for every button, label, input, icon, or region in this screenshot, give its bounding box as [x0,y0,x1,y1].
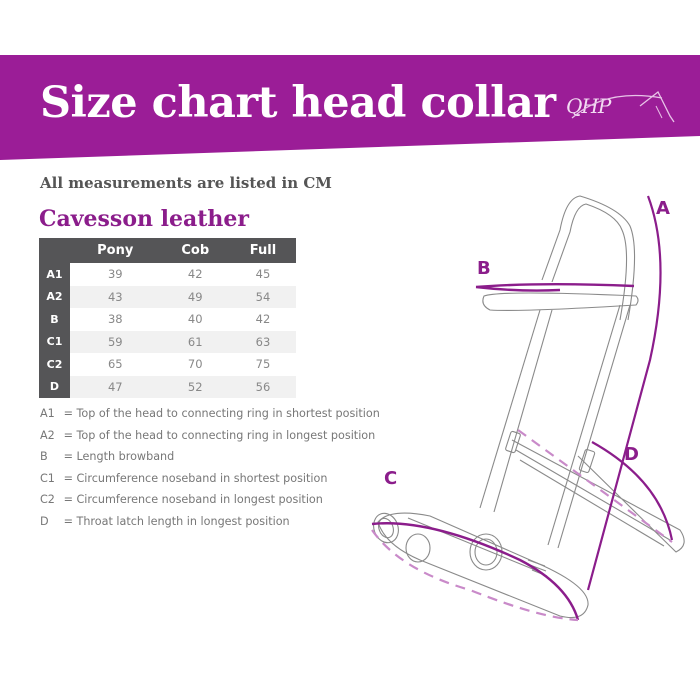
cell-cob: 52 [160,375,230,398]
legend-key: A2 [40,428,55,442]
cell-pony: 39 [70,263,161,286]
cell-full: 42 [229,308,296,331]
legend-text: = Top of the head to connecting ring in … [63,407,380,420]
cell-cob: 61 [160,330,230,353]
table-header-row: Pony Cob Full [39,238,296,263]
cell-full: 56 [229,375,296,398]
size-table: Pony Cob Full A1 39 42 45 A2 43 49 54 B … [39,238,296,398]
cell-cob: 70 [160,353,230,376]
legend-text: = Circumference noseband in longest posi… [63,493,323,506]
label-b: B [477,258,491,279]
cell-full: 54 [229,285,296,308]
table-row: A2 43 49 54 [39,285,296,308]
measurement-legend: A1 = Top of the head to connecting ring … [40,403,380,532]
column-header-full: Full [229,238,296,263]
column-header-empty [39,238,70,263]
measurement-unit-note: All measurements are listed in CM [40,174,332,192]
cell-pony: 59 [70,330,161,353]
section-title: Cavesson leather [39,206,249,232]
column-header-pony: Pony [70,238,161,263]
cell-pony: 65 [70,353,161,376]
row-label: D [39,375,70,398]
legend-item: C2 = Circumference noseband in longest p… [40,489,380,511]
row-label: C1 [39,330,70,353]
legend-text: = Top of the head to connecting ring in … [63,428,376,442]
legend-item: A1 = Top of the head to connecting ring … [40,403,380,425]
table-row: C2 65 70 75 [39,353,296,376]
page-title: Size chart head collar [40,78,556,128]
legend-text: = Length browband [63,450,175,463]
legend-item: C1 = Circumference noseband in shortest … [40,468,380,490]
label-c: C [384,468,398,489]
label-a: A [656,198,670,219]
table-row: D 47 52 56 [39,375,296,398]
legend-item: A2 = Top of the head to connecting ring … [40,425,380,447]
legend-key: A1 [40,407,55,420]
cell-cob: 40 [160,308,230,331]
legend-text: = Throat latch length in longest positio… [63,514,290,528]
row-label: A2 [39,285,70,308]
cell-pony: 43 [70,285,161,308]
legend-key: B [40,450,48,463]
legend-key: D [40,514,49,528]
cell-full: 75 [229,353,296,376]
cell-full: 63 [229,330,296,353]
cell-pony: 47 [70,375,161,398]
qhp-logo: QHP [566,88,686,128]
row-label: A1 [39,263,70,286]
column-header-cob: Cob [160,238,230,263]
legend-item: B = Length browband [40,446,380,468]
table-row: B 38 40 42 [39,308,296,331]
table-row: C1 59 61 63 [39,330,296,353]
cell-pony: 38 [70,308,161,331]
cell-full: 45 [229,263,296,286]
row-label: C2 [39,353,70,376]
cell-cob: 42 [160,263,230,286]
table-row: A1 39 42 45 [39,263,296,286]
legend-key: C2 [40,493,55,506]
legend-text: = Circumference noseband in shortest pos… [63,471,328,485]
legend-item: D = Throat latch length in longest posit… [40,511,380,533]
cell-cob: 49 [160,285,230,308]
row-label: B [39,308,70,331]
label-d: D [624,444,639,465]
legend-key: C1 [40,471,55,485]
horse-head-icon [571,91,675,123]
